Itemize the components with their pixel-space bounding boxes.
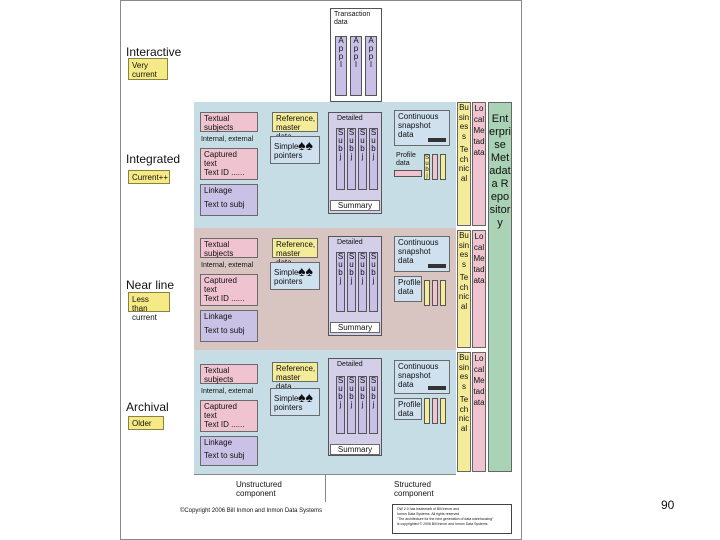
reference-master-data-box: Reference,master data [272,362,318,391]
enterprise-metadata-repository-strip: Enterprise Metadata Repository [488,102,512,472]
summary-box: Summary [330,322,380,333]
profile-bar [394,170,422,177]
reference-master-data-box: Reference,master data [272,238,318,267]
level-label-near-line: Near line [126,278,175,292]
profile-subj-column [440,280,446,306]
level-label-interactive: Interactive [126,45,182,59]
tree-icon: ♠♠ [298,137,313,153]
local-metadata-strip: Local Metadata [472,102,486,226]
profile-subj-column [440,154,446,180]
internal-external-label: Internal, external [201,262,254,269]
level-label-archival: Archival [126,400,169,414]
snapshot-bar [428,138,446,142]
page-number: 90 [661,498,675,512]
snapshot-bar [428,386,446,390]
copyright-text: ©Copyright 2006 Bill Inmon and Inmon Dat… [180,508,323,514]
snapshot-bar [428,264,446,268]
profile-subj-column [424,280,430,306]
summary-box: Summary [330,200,380,211]
level-note-archival: Older [128,416,164,430]
level-note-integrated: Current++ [128,170,170,184]
local-metadata-strip: Local Metadata [472,230,486,348]
profile-subj-column [424,398,430,424]
internal-external-label: Internal, external [201,136,254,143]
profile-subj-column [432,398,438,424]
tree-icon: ♠♠ [298,389,313,405]
profile-subj-column [432,280,438,306]
internal-external-label: Internal, external [201,388,254,395]
level-label-integrated: Integrated [126,152,181,166]
profile-subj-column [440,398,446,424]
profile-subj-column [432,154,438,180]
footer-divider [325,474,326,502]
summary-box: Summary [330,444,380,455]
reference-master-data-box: Reference,master data [272,112,318,141]
local-metadata-strip: Local Metadata [472,352,486,472]
tree-icon: ♠♠ [298,263,313,279]
